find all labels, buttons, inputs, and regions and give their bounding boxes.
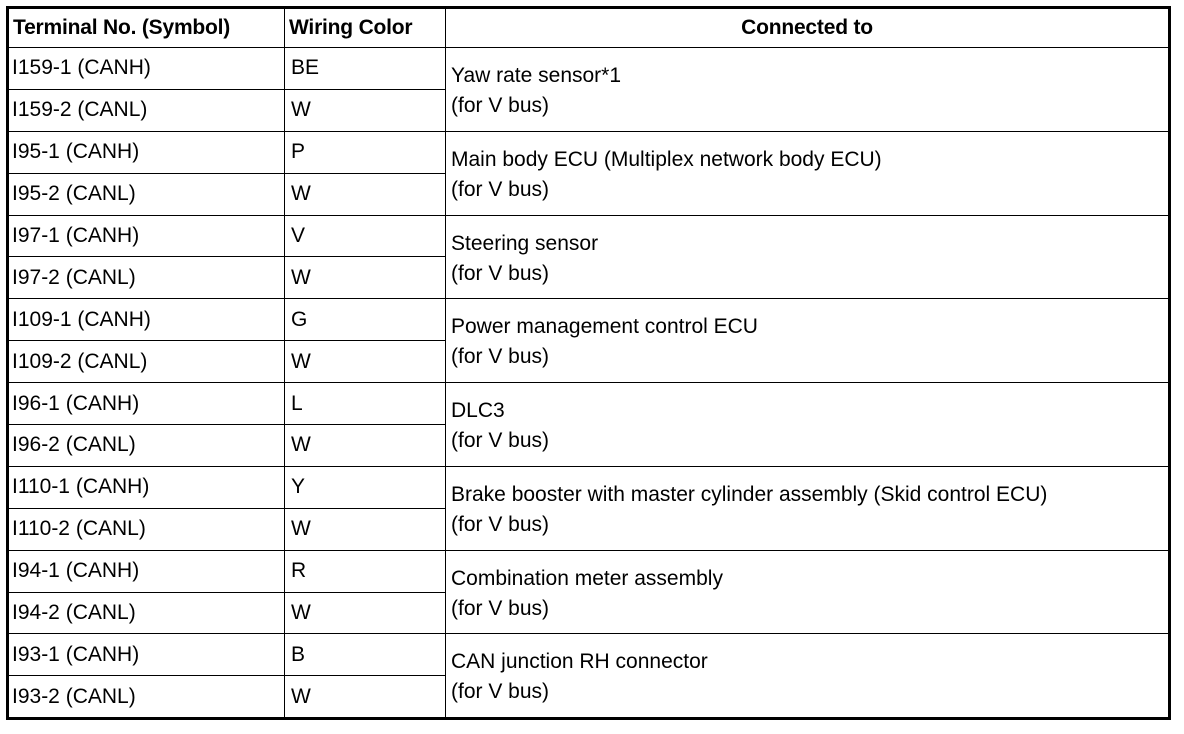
terminal-cell: I96-1 (CANH) xyxy=(7,382,285,426)
wiring-color-cell: W xyxy=(284,591,446,635)
terminal-cell: I109-1 (CANH) xyxy=(7,298,285,342)
bus-note: (for V bus) xyxy=(451,596,550,620)
connected-to-cell: Combination meter assembly (for V bus) xyxy=(445,549,1170,635)
wiring-color-cell: BE xyxy=(284,47,446,90)
connected-to-cell: Yaw rate sensor*1 (for V bus) xyxy=(445,47,1170,132)
terminal-cell: I97-1 (CANH) xyxy=(7,214,285,258)
connected-device-name: CAN junction RH connector xyxy=(451,650,708,674)
connected-to-cell: Power management control ECU (for V bus) xyxy=(445,298,1170,384)
wiring-color-cell: W xyxy=(284,172,446,216)
wiring-color-cell: G xyxy=(284,298,446,342)
wiring-color-cell: W xyxy=(284,340,446,384)
table-row: I109-2 (CANL)W xyxy=(7,340,1170,384)
table-row: I159-2 (CANL)W xyxy=(7,88,1170,132)
terminal-cell: I93-2 (CANL) xyxy=(7,675,285,720)
connected-to-cell: Main body ECU (Multiplex network body EC… xyxy=(445,130,1170,216)
header-terminal: Terminal No. (Symbol) xyxy=(7,7,285,48)
table-row: I97-2 (CANL)W xyxy=(7,256,1170,300)
wiring-color-cell: W xyxy=(284,424,446,467)
terminal-cell: I109-2 (CANL) xyxy=(7,340,285,384)
table-row: I95-2 (CANL)W xyxy=(7,172,1170,216)
table-row: I110-2 (CANL)W xyxy=(7,507,1170,551)
bus-note: (for V bus) xyxy=(451,429,550,453)
terminal-cell: I94-1 (CANH) xyxy=(7,549,285,593)
terminal-cell: I110-1 (CANH) xyxy=(7,465,285,509)
bus-note: (for V bus) xyxy=(451,94,550,117)
table-row: I96-2 (CANL)W xyxy=(7,424,1170,467)
bus-note: (for V bus) xyxy=(451,261,550,285)
header-row: Terminal No. (Symbol) Wiring Color Conne… xyxy=(7,7,1170,48)
terminal-cell: I93-1 (CANH) xyxy=(7,633,285,677)
connected-device-name: Power management control ECU xyxy=(451,315,758,339)
terminal-cell: I159-2 (CANL) xyxy=(7,88,285,132)
bus-note: (for V bus) xyxy=(451,512,550,536)
wiring-color-cell: W xyxy=(284,256,446,300)
connected-device-name: DLC3 xyxy=(451,399,505,423)
wiring-color-cell: Y xyxy=(284,465,446,509)
terminal-cell: I95-1 (CANH) xyxy=(7,130,285,174)
terminal-cell: I97-2 (CANL) xyxy=(7,256,285,300)
connected-device-name: Brake booster with master cylinder assem… xyxy=(451,482,1048,506)
wiring-color-cell: V xyxy=(284,214,446,258)
bus-note: (for V bus) xyxy=(451,680,550,704)
wiring-color-cell: B xyxy=(284,633,446,677)
terminal-table-container: Terminal No. (Symbol) Wiring Color Conne… xyxy=(6,6,1171,721)
connected-to-cell: Steering sensor (for V bus) xyxy=(445,214,1170,300)
table-row: I94-2 (CANL)W xyxy=(7,591,1170,635)
connected-device-name: Main body ECU (Multiplex network body EC… xyxy=(451,147,882,171)
terminal-cell: I94-2 (CANL) xyxy=(7,591,285,635)
bus-note: (for V bus) xyxy=(451,177,550,201)
wiring-color-cell: R xyxy=(284,549,446,593)
wiring-color-cell: L xyxy=(284,382,446,426)
terminal-cell: I96-2 (CANL) xyxy=(7,424,285,467)
connected-device-name: Steering sensor xyxy=(451,231,599,255)
header-connected-to: Connected to xyxy=(445,7,1170,48)
connected-device-name: Yaw rate sensor*1 xyxy=(451,64,622,87)
connected-to-cell: Brake booster with master cylinder assem… xyxy=(445,465,1170,551)
connected-device-name: Combination meter assembly xyxy=(451,566,723,590)
wiring-color-cell: P xyxy=(284,130,446,174)
header-wiring-color: Wiring Color xyxy=(284,7,446,48)
wiring-color-cell: W xyxy=(284,88,446,132)
terminal-wiring-table: Terminal No. (Symbol) Wiring Color Conne… xyxy=(6,6,1171,721)
wiring-color-cell: W xyxy=(284,675,446,720)
bus-note: (for V bus) xyxy=(451,345,550,369)
connected-to-cell: CAN junction RH connector (for V bus) xyxy=(445,633,1170,720)
table-row: I93-2 (CANL)W xyxy=(7,675,1170,720)
terminal-cell: I159-1 (CANH) xyxy=(7,47,285,90)
connected-to-cell: DLC3 (for V bus) xyxy=(445,382,1170,467)
wiring-color-cell: W xyxy=(284,507,446,551)
terminal-cell: I95-2 (CANL) xyxy=(7,172,285,216)
terminal-cell: I110-2 (CANL) xyxy=(7,507,285,551)
